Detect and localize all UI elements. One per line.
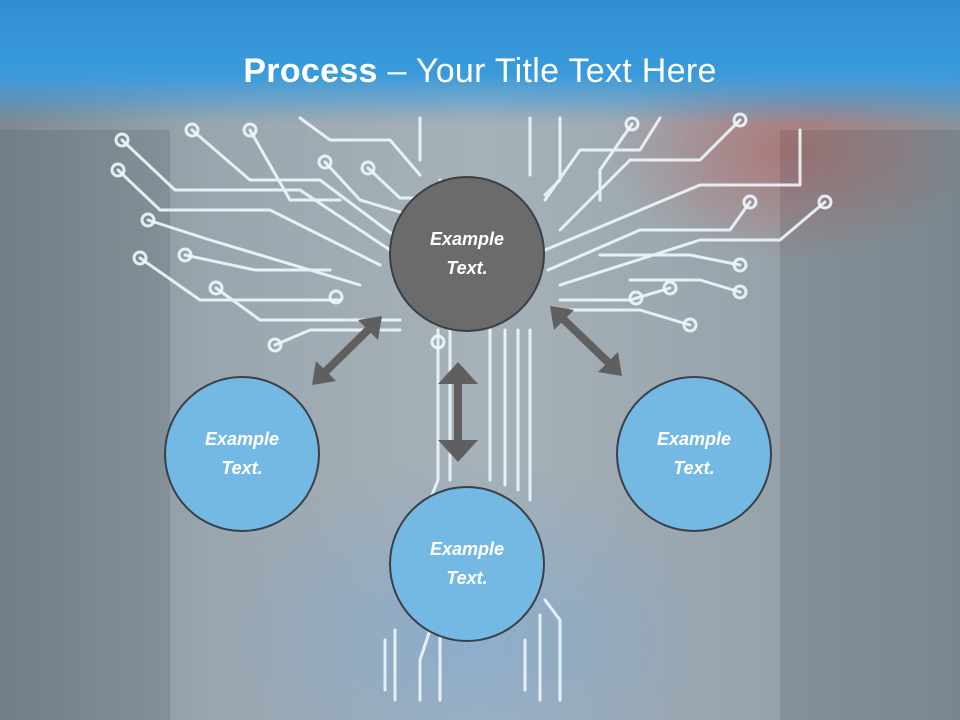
- left-node: Example Text.: [164, 376, 320, 532]
- center-node-text: Example Text.: [429, 229, 505, 278]
- bottom-node: Example Text.: [389, 486, 545, 642]
- title-rest: – Your Title Text Here: [377, 52, 717, 90]
- arrow-center-bottom: [438, 362, 478, 462]
- bottom-node-text: Example Text.: [429, 539, 505, 588]
- right-node-text: Example Text.: [656, 429, 732, 478]
- arrow-center-right: [550, 306, 622, 376]
- center-node: Example Text.: [389, 176, 545, 332]
- title-bar: Process – Your Title Text Here: [0, 0, 960, 124]
- title-bold: Process: [243, 52, 378, 90]
- right-node: Example Text.: [616, 376, 772, 532]
- left-node-text: Example Text.: [204, 429, 280, 478]
- background-rack-left: [0, 130, 170, 720]
- slide-title: Process – Your Title Text Here: [0, 52, 960, 91]
- arrow-center-left: [312, 316, 382, 385]
- background-rack-right: [780, 130, 960, 720]
